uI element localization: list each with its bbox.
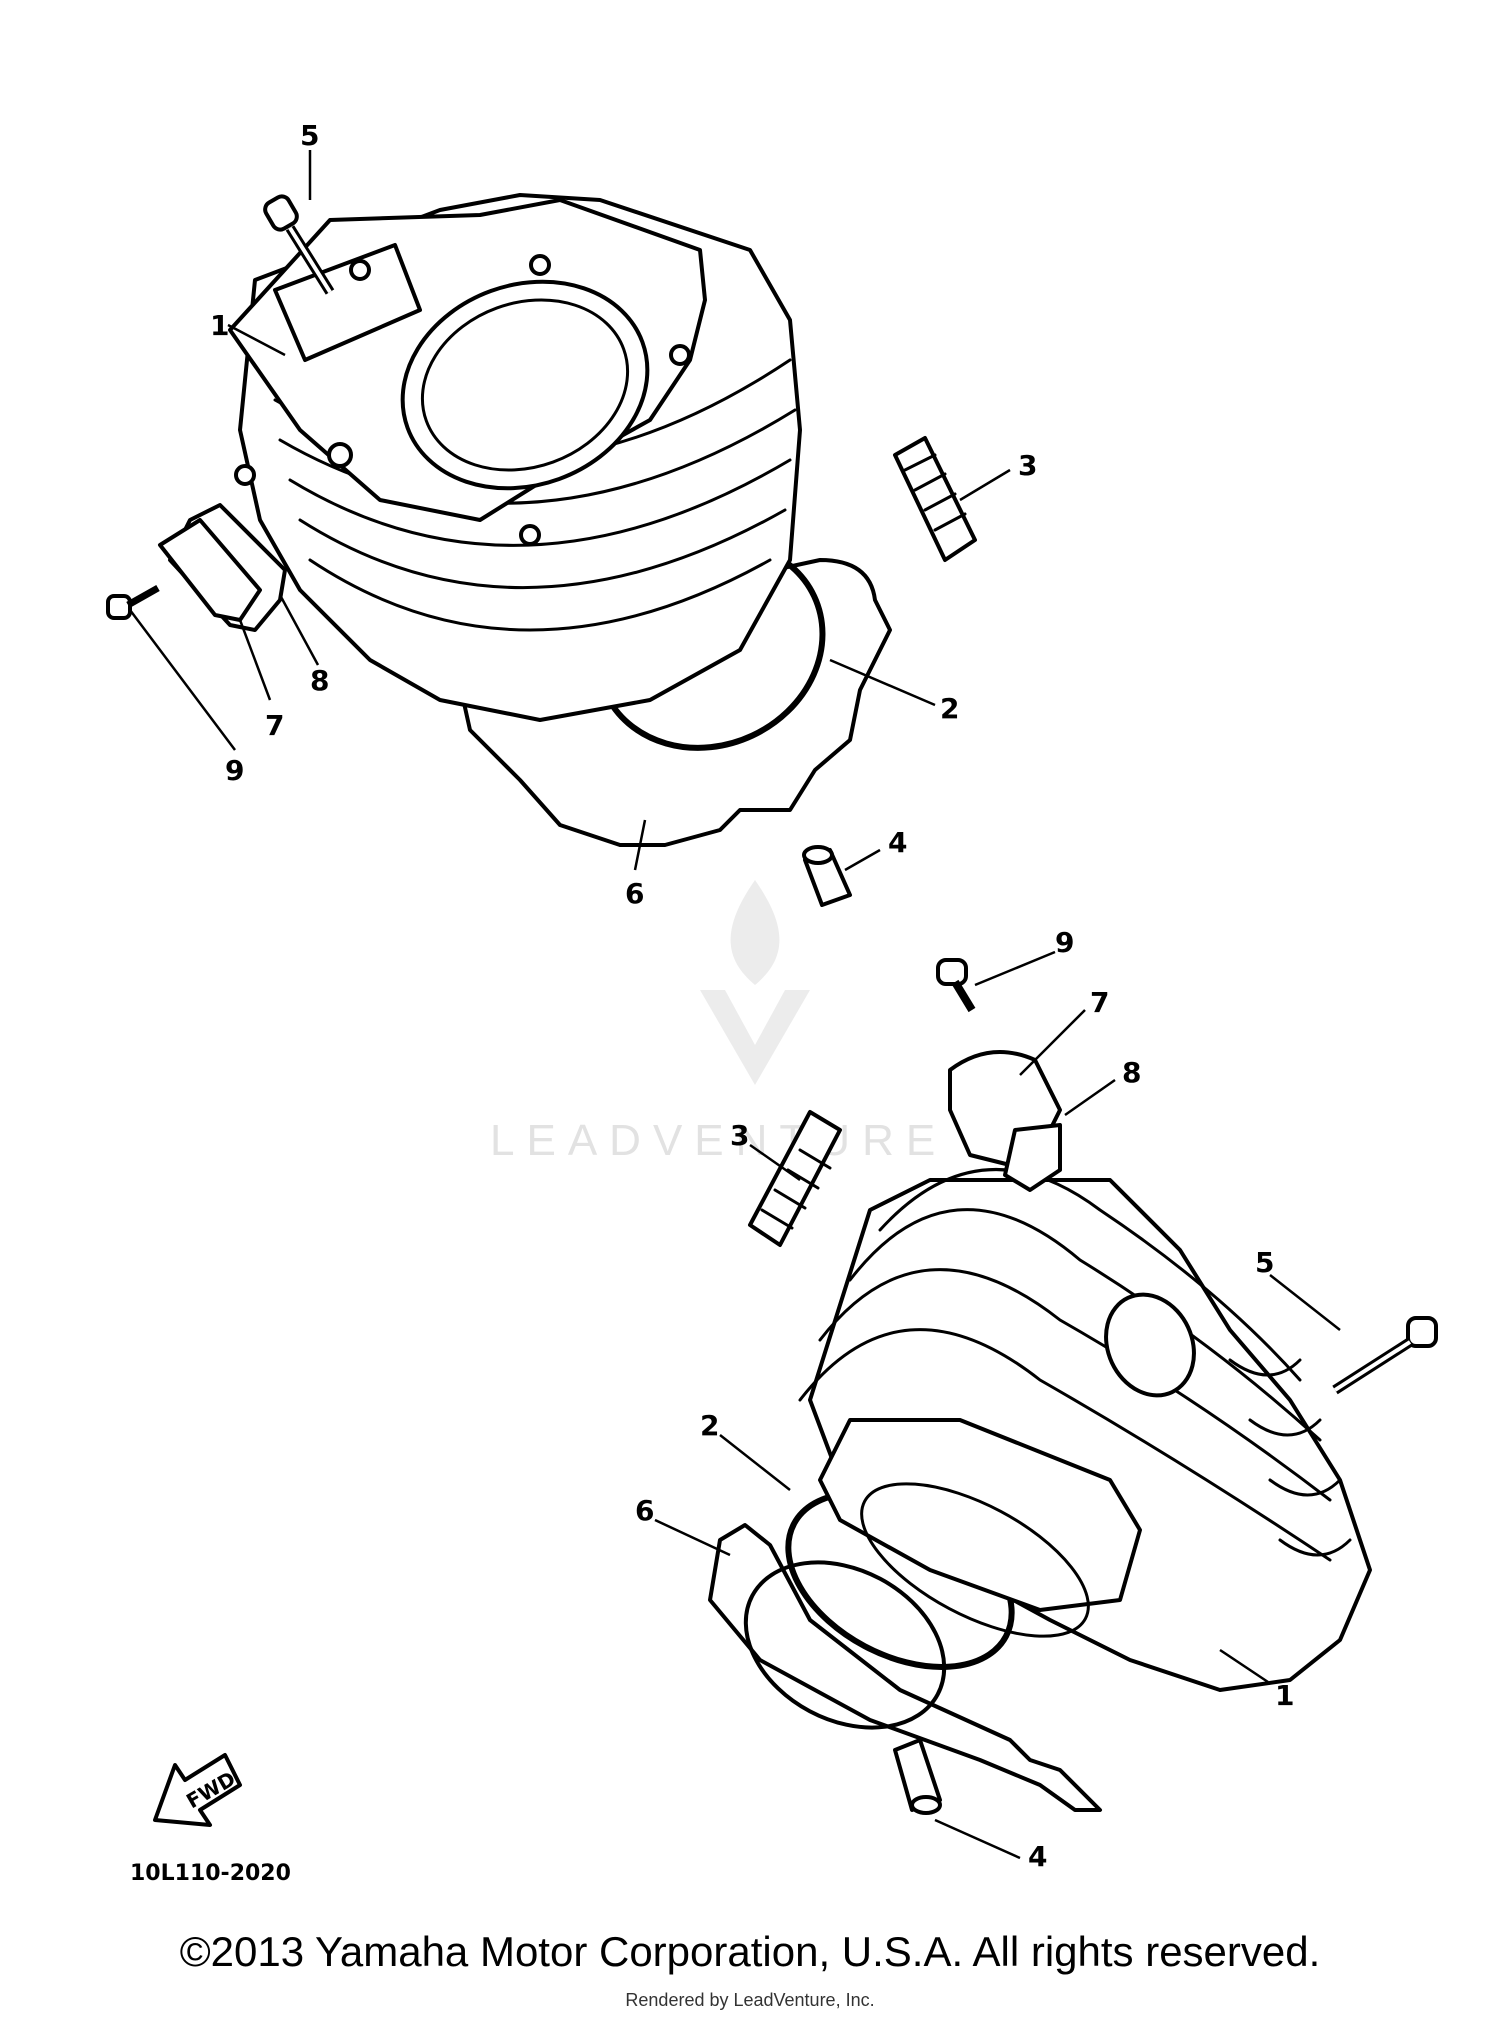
bottom-callout-3: 3	[730, 1119, 749, 1152]
bottom-skirt-rim	[860, 1482, 1090, 1638]
top-callout-5: 5	[300, 119, 319, 152]
bottom-callout-4: 4	[1028, 1840, 1047, 1873]
rendered-by-credit: Rendered by LeadVenture, Inc.	[625, 1990, 875, 2010]
bottom-callout-6: 6	[635, 1494, 654, 1527]
top-cover-plate	[158, 503, 287, 632]
copyright-notice: ©2013 Yamaha Motor Corporation, U.S.A. A…	[179, 1928, 1321, 1975]
bottom-side-boss	[1104, 1292, 1196, 1398]
top-bolt	[263, 194, 335, 295]
bottom-callout-7: 7	[1090, 986, 1109, 1019]
top-callout-4: 4	[888, 826, 907, 859]
bottom-screw	[936, 958, 976, 1013]
bottom-callout-9: 9	[1055, 926, 1074, 959]
bottom-callout-2: 2	[700, 1409, 719, 1442]
bottom-callout-8: 8	[1122, 1056, 1141, 1089]
top-cylinder-assembly: 5 1 3 2 4 6 8 7 9	[106, 119, 1037, 910]
top-callout-6: 6	[625, 877, 644, 910]
top-cylinder-bore	[400, 279, 650, 491]
top-callout-2: 2	[940, 692, 959, 725]
bottom-bolt	[1332, 1316, 1438, 1395]
fwd-arrow-icon: FWD	[153, 1753, 242, 1827]
top-screw	[106, 584, 160, 620]
watermark-v-icon	[700, 990, 810, 1085]
top-deck-bolt-holes	[234, 254, 691, 546]
watermark-flame-icon	[730, 880, 780, 985]
top-callout-3: 3	[1018, 449, 1037, 482]
top-small-dowel	[802, 845, 852, 907]
top-dowel-pin	[893, 436, 977, 562]
bottom-dowel-pin	[748, 1110, 842, 1247]
bottom-base-gasket	[708, 1523, 1102, 1812]
top-callout-7: 7	[265, 709, 284, 742]
watermark-text: LEADVENTURE	[490, 1116, 947, 1165]
top-callout-9: 9	[225, 754, 244, 787]
diagram-code: 10L110-2020	[130, 1861, 291, 1886]
bottom-small-dowel	[893, 1738, 942, 1815]
bottom-cover-plate	[948, 1050, 1062, 1192]
bottom-callout-5: 5	[1255, 1246, 1274, 1279]
top-callout-1: 1	[210, 309, 229, 342]
bottom-cylinder-skirt	[818, 1418, 1142, 1612]
bottom-cylinder-fins	[798, 1168, 1352, 1562]
top-chain-tunnel	[273, 243, 422, 362]
bottom-callout-1: 1	[1275, 1679, 1294, 1712]
parts-diagram: LEADVENTURE	[106, 119, 1438, 1886]
bottom-cylinder-assembly: 9 7 8 3 5 2 6 1 4	[635, 926, 1438, 1873]
top-cylinder-bore-inner	[420, 298, 630, 472]
top-callout-8: 8	[310, 664, 329, 697]
bottom-gasket-bore	[743, 1560, 947, 1730]
watermark: LEADVENTURE	[490, 880, 947, 1165]
